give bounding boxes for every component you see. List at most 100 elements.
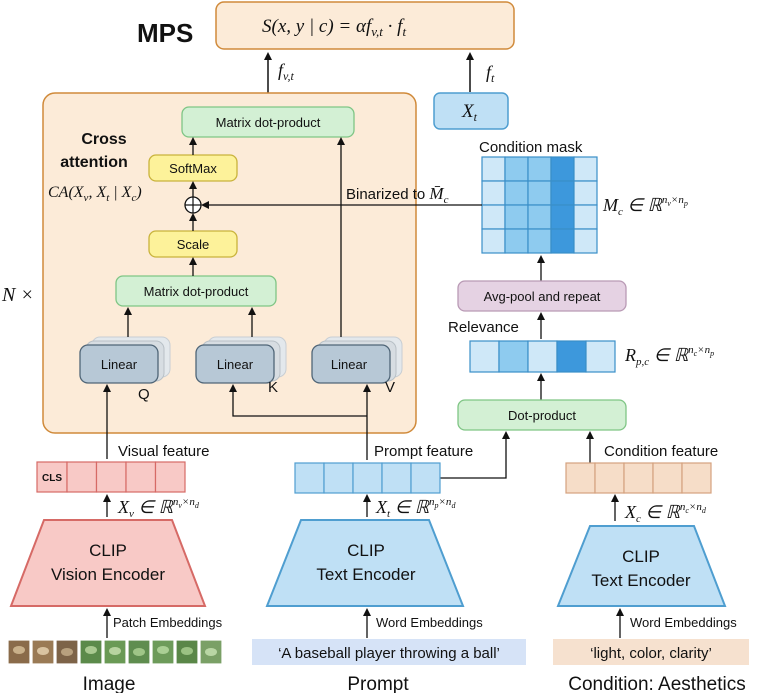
- cond-encoder-line1: CLIP: [622, 547, 660, 566]
- linear-v-label: Linear: [331, 357, 368, 372]
- avgpool-box: [457, 280, 627, 312]
- dotproduct-label: Dot-product: [508, 408, 576, 423]
- mask-cell: [504, 180, 529, 206]
- prompt-to-dot-arrow: [440, 431, 510, 479]
- mask-cell: [573, 228, 598, 254]
- mask-cell: [550, 204, 575, 230]
- score-formula: S(x, y | c) = αfv,t · ft: [262, 16, 406, 39]
- matmul-top-label: Matrix dot-product: [216, 115, 321, 130]
- condition-caption: Condition: Aesthetics: [568, 674, 745, 693]
- visual-feature-label: Visual feature: [118, 443, 209, 460]
- repeat-label: N ×: [1, 284, 34, 306]
- mask-cell: [550, 180, 575, 206]
- relevance-vector: [469, 340, 616, 373]
- xt-box: [433, 92, 509, 130]
- word-embeddings-cond-label: Word Embeddings: [630, 615, 737, 630]
- relevance-cell: [498, 340, 529, 373]
- xv-label: Xv ∈ ℝnv×nd: [117, 496, 200, 520]
- score-formula-box: [215, 1, 515, 50]
- clip-text-encoder-condition: [556, 525, 727, 607]
- prompt-text-box: [252, 639, 526, 665]
- mask-cell: [504, 228, 529, 254]
- mask-cell: [504, 156, 529, 182]
- mask-cell: [527, 180, 552, 206]
- image-patch-detail: [205, 648, 217, 656]
- cls-token-label: CLS: [42, 473, 62, 484]
- mask-cell: [481, 156, 506, 182]
- cross-attention-title-2: attention: [60, 154, 128, 171]
- mask-cell: [527, 228, 552, 254]
- image-patch-detail: [181, 647, 193, 655]
- prompt-to-k-arrow: [229, 384, 367, 417]
- image-caption: Image: [83, 674, 136, 693]
- relevance-label: Relevance: [448, 319, 519, 336]
- patch-embeddings-label: Patch Embeddings: [113, 615, 223, 630]
- relevance-cell: [585, 340, 616, 373]
- relevance-cell: [556, 340, 587, 373]
- text-encoder-line1: CLIP: [347, 541, 385, 560]
- image-patch-detail: [109, 647, 121, 655]
- mc-label: Mc ∈ ℝnv×np: [602, 194, 688, 218]
- rpc-label: Rp,c ∈ ℝnc×np: [624, 344, 714, 368]
- mps-title: MPS: [137, 18, 193, 48]
- condition-feature-vector: [565, 462, 712, 494]
- linear-k-label: Linear: [217, 357, 254, 372]
- cond-encoder-line2: Text Encoder: [591, 571, 691, 590]
- cross-attention-formula: CA(Xv, Xt | Xc): [48, 184, 142, 204]
- binarized-label: Binarized to M̄c: [346, 184, 449, 206]
- mask-cell: [527, 204, 552, 230]
- linear-q: Linear: [79, 336, 171, 384]
- v-label: V: [385, 379, 395, 396]
- condition-text: ‘light, color, clarity’: [590, 645, 712, 662]
- prompt-caption: Prompt: [347, 674, 409, 693]
- vision-encoder-line1: CLIP: [89, 541, 127, 560]
- prompt-feature-vector: [294, 462, 441, 494]
- prompt-feature-cell: [294, 462, 325, 494]
- xt-label: Xt ∈ ℝnp×nd: [375, 496, 456, 520]
- mask-cell: [550, 156, 575, 182]
- condition-feature-label: Condition feature: [604, 443, 718, 460]
- clip-vision-encoder: [9, 519, 207, 607]
- mask-cell: [504, 204, 529, 230]
- mask-cell: [481, 204, 506, 230]
- softmax-label: SoftMax: [169, 161, 217, 176]
- condition-mask-label: Condition mask: [479, 139, 583, 156]
- mask-cell: [550, 228, 575, 254]
- matmul-top-box: [181, 106, 355, 138]
- image-patch-detail: [37, 647, 49, 655]
- visual-feature-cell: [66, 461, 98, 493]
- q-label: Q: [138, 386, 150, 403]
- visual-feature-cell: [95, 461, 127, 493]
- relevance-cell: [527, 340, 558, 373]
- cross-attention-title-1: Cross: [81, 131, 126, 148]
- condition-feature-cell: [623, 462, 654, 494]
- mask-cell: [573, 204, 598, 230]
- visual-feature-vector: CLS: [36, 461, 186, 493]
- image-patch-detail: [133, 648, 145, 656]
- mask-cell: [573, 180, 598, 206]
- mask-cell: [481, 180, 506, 206]
- word-embeddings-prompt-label: Word Embeddings: [376, 615, 483, 630]
- image-patch-detail: [61, 648, 73, 656]
- image-patches: [7, 639, 223, 665]
- linear-v: Linear: [311, 336, 403, 384]
- image-patch-detail: [85, 646, 97, 654]
- vision-encoder-line2: Vision Encoder: [51, 565, 165, 584]
- ft-label: ft: [486, 62, 495, 85]
- prompt-feature-cell: [352, 462, 383, 494]
- clip-text-encoder-prompt: [265, 519, 465, 607]
- prompt-feature-cell: [381, 462, 412, 494]
- mask-cell: [527, 156, 552, 182]
- text-encoder-line2: Text Encoder: [316, 565, 416, 584]
- xc-label: Xc ∈ ℝnc×nd: [624, 501, 707, 525]
- matmul-bottom-box: [115, 275, 277, 307]
- condition-feature-cell: [565, 462, 596, 494]
- visual-feature-cell: [125, 461, 157, 493]
- condition-feature-cell: [652, 462, 683, 494]
- mask-cell: [573, 156, 598, 182]
- avgpool-label: Avg-pool and repeat: [484, 289, 601, 304]
- condition-text-box: [553, 639, 749, 665]
- matmul-bottom-label: Matrix dot-product: [144, 284, 249, 299]
- linear-q-label: Linear: [101, 357, 138, 372]
